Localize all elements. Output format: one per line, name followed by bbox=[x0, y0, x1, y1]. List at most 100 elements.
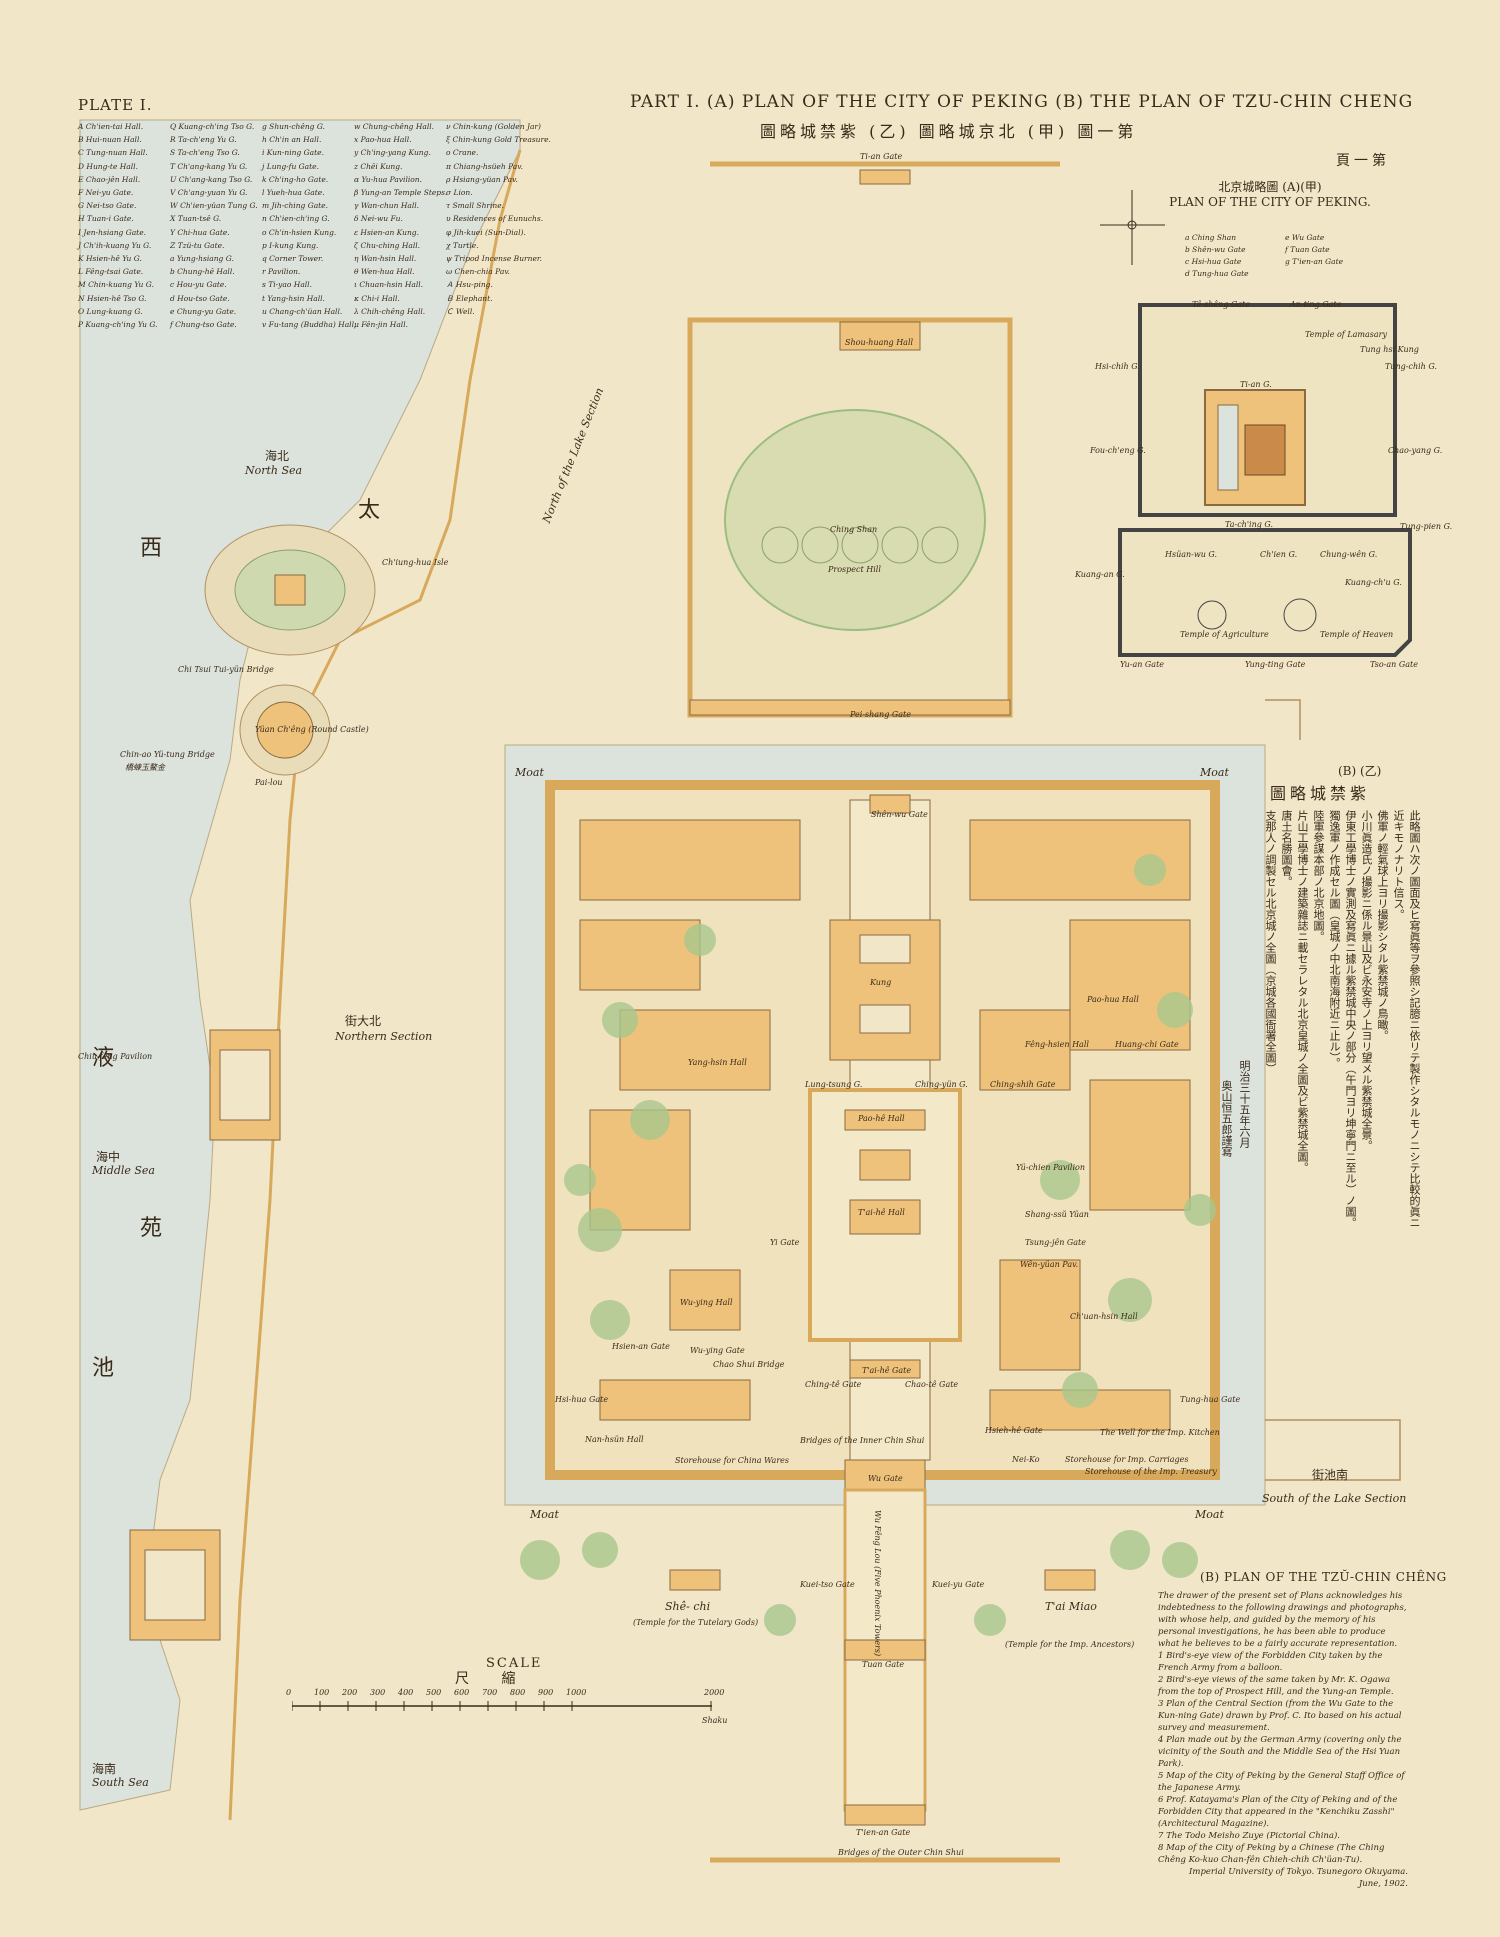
legend-item: W Ch'ien-yüan Tung G. bbox=[170, 201, 258, 211]
legend-item: μ Fên-jin Hall. bbox=[354, 320, 408, 330]
legend-item: m Jih-ching Gate. bbox=[262, 201, 329, 211]
legend-item: T Ch'ang-kang Yu G. bbox=[170, 161, 248, 171]
chao-te-gate-label: Chao-tê Gate bbox=[905, 1380, 959, 1389]
moat-label: Moat bbox=[530, 1508, 559, 1521]
inset-label: Tso-an Gate bbox=[1370, 660, 1418, 669]
notes-item: 6 Prof. Katayama's Plan of the City of P… bbox=[1158, 1795, 1398, 1829]
scale-tick-label: 400 bbox=[398, 1688, 414, 1697]
inset-label: Tung-chih G. bbox=[1385, 362, 1437, 371]
legend-item: D Hung-te Hall. bbox=[78, 161, 138, 171]
ti-an-gate-label: Ti-an Gate bbox=[860, 152, 903, 161]
pai-lou-label: Pai-lou bbox=[255, 778, 283, 787]
moat-label: Moat bbox=[1195, 1508, 1224, 1521]
tai-ho-hall-label: T'ai-hê Hall bbox=[858, 1208, 905, 1217]
legend-item: Ｃ Well. bbox=[446, 306, 475, 316]
inset-title: 北京城略圖 (A)(甲) PLAN OF THE CITY OF PEKING. bbox=[1160, 178, 1380, 209]
yuan-label-cn: 苑 bbox=[140, 1216, 163, 1241]
legend-item: V Ch'ang-yuan Yu G. bbox=[170, 188, 248, 198]
south-lake-section-label: South of the Lake Section bbox=[1262, 1492, 1407, 1505]
plan-b-text-column: 獨逸軍ノ作成セル圖（皇城ノ中北南海附近ニ止ル）。 bbox=[1328, 810, 1341, 1069]
legend-item: k Ch'ing-ho Gate. bbox=[262, 174, 329, 184]
scale-tick-label: 300 bbox=[370, 1688, 386, 1697]
legend-item: F Nei-yu Gate. bbox=[78, 188, 134, 198]
plan-b-text-column: 陸軍參謀本部ノ北京地圖。 bbox=[1312, 810, 1325, 942]
inset-title-cn: 北京城略圖 (A)(甲) bbox=[1218, 180, 1322, 194]
legend-item: y Ch'ing-yang Kung. bbox=[354, 148, 431, 158]
legend-column: A Ch'ien-tai Hall.B Hui-nuan Hall.C Tung… bbox=[78, 120, 193, 331]
legend-item: θ Wen-hua Hall. bbox=[354, 267, 415, 277]
south-lake-section-label-cn: 街池南 bbox=[1312, 1468, 1349, 1482]
tai-miao-temple bbox=[1044, 1569, 1096, 1591]
legend-item: N Hsien-hê Tso G. bbox=[78, 293, 147, 303]
inset-map-peking bbox=[1118, 303, 1412, 657]
legend-item: ρ Hsiang-yüan Pav. bbox=[446, 174, 518, 184]
inset-label: Tê-shêng Gate bbox=[1192, 300, 1251, 309]
moat-label: Moat bbox=[515, 766, 544, 779]
storehouse-china-label: Storehouse for China Wares bbox=[675, 1456, 789, 1465]
nan-hsun-hall-label: Nan-hsün Hall bbox=[585, 1435, 644, 1444]
legend-item: λ Chih-chêng Hall. bbox=[354, 306, 426, 316]
legend-item: a Yung-hsiang G. bbox=[170, 254, 234, 264]
plan-b-text-column: 佛軍ノ輕氣球上ヨリ撮影シタル紫禁城ノ鳥瞰。 bbox=[1376, 810, 1389, 1041]
inset-legend-item: b Shên-wu Gate bbox=[1185, 245, 1246, 254]
legend-item: α Yu-hua Pavilion. bbox=[354, 174, 422, 184]
legend-item: l Yueh-hua Gate. bbox=[262, 188, 325, 198]
legend-item: σ Lion. bbox=[446, 188, 473, 198]
legend-item: κ Chi-i Hall. bbox=[354, 293, 400, 303]
inset-legend-item: c Hsi-hua Gate bbox=[1185, 257, 1242, 266]
scale-tick-label: 500 bbox=[426, 1688, 442, 1697]
wu-ying-hall-label: Wu-ying Hall bbox=[680, 1298, 733, 1307]
legend-item: E Chao-jên Hall. bbox=[78, 174, 141, 184]
inset-legend-column: a Ching Shan b Shên-wu Gate c Hsi-hua Gate… bbox=[1185, 232, 1280, 280]
legend-item: x Pao-hua Hall. bbox=[354, 135, 412, 145]
chin-ao-bridge-label: Chin-ao Yü-tung Bridge bbox=[120, 750, 215, 759]
scale-unit-label: Shaku bbox=[702, 1716, 728, 1725]
chao-shui-bridge-label: Chao Shui Bridge bbox=[713, 1360, 785, 1369]
she-chi-label: Shê- chi bbox=[665, 1600, 711, 1613]
middle-sea-label-cn: 海中 bbox=[96, 1150, 121, 1164]
page-title: PART I. (A) PLAN OF THE CITY OF PEKING (… bbox=[630, 92, 1414, 112]
inset-label: Yu-an Gate bbox=[1120, 660, 1165, 669]
legend-item: g Shun-chêng G. bbox=[262, 122, 325, 131]
legend-item: K Hsien-hê Yu G. bbox=[78, 254, 142, 264]
northern-section-label-cn: 街大北 bbox=[345, 1014, 382, 1028]
bridges-outer-label: Bridges of the Outer Chin Shui bbox=[838, 1848, 964, 1857]
scale-end-label: 2000 bbox=[704, 1688, 725, 1697]
wen-yuan-pav-label: Wên-yüan Pav. bbox=[1020, 1260, 1079, 1269]
legend-item: P Kuang-ch'ing Yu G. bbox=[78, 320, 158, 330]
bridges-inner-label: Bridges of the Inner Chin Shui bbox=[800, 1436, 925, 1445]
notes-title-text: PLAN OF THE TZŬ-CHIN CHÊNG bbox=[1224, 1570, 1447, 1584]
legend-item: ο Crane. bbox=[446, 148, 479, 158]
legend-item: ζ Chu-ching Hall. bbox=[354, 240, 421, 250]
nei-ko-label: Nei-Ko bbox=[1012, 1455, 1040, 1464]
chi-label-cn: 池 bbox=[92, 1356, 115, 1381]
notes-item: 1 Bird's-eye view of the Forbidden City … bbox=[1158, 1651, 1383, 1673]
legend-item: A Ch'ien-tai Hall. bbox=[78, 122, 144, 131]
legend-item: ι Chuan-hsin Hall. bbox=[354, 280, 424, 290]
ti-an-gate-block bbox=[859, 169, 911, 185]
yi-gate-label: Yi Gate bbox=[770, 1238, 800, 1247]
prospect-hill-label: Prospect Hill bbox=[828, 565, 881, 574]
notes-item: 5 Map of the City of Peking by the Gener… bbox=[1158, 1771, 1405, 1793]
legend-item: ε Hsien-an Kung. bbox=[354, 227, 419, 237]
scale-tick-label: 100 bbox=[314, 1688, 330, 1697]
inset-label: Fou-ch'eng G. bbox=[1090, 446, 1146, 455]
legend-item: ψ Tripod Incense Burner. bbox=[446, 254, 543, 264]
legend-item: φ Jih-kuei (Sun-Dial). bbox=[446, 227, 526, 237]
legend-item: ω Chen-chia Pav. bbox=[446, 267, 511, 277]
legend-item: u Chang-ch'üan Hall. bbox=[262, 306, 343, 316]
inset-label: Chung-wên G. bbox=[1320, 550, 1378, 559]
legend-item: G Nei-tso Gate. bbox=[78, 201, 137, 211]
north-sea-label-cn: 海北 bbox=[265, 449, 290, 463]
ye-label-cn: 液 bbox=[92, 1046, 115, 1071]
legend-column: ν Chin-kung (Golden Jar)ξ Chin-kung Gold… bbox=[446, 120, 561, 318]
well-kitchen-label: The Well for the Imp. Kitchen bbox=[1100, 1428, 1220, 1437]
inset-legend-item: a Ching Shan bbox=[1185, 233, 1237, 242]
scale-bar bbox=[292, 1701, 712, 1711]
lung-tsung-gate-label: Lung-tsung G. bbox=[805, 1080, 863, 1089]
legend-column: w Chung-chêng Hall.x Pao-hua Hall.y Ch'i… bbox=[354, 120, 469, 331]
legend-item: β Yung-an Temple Steps. bbox=[354, 188, 448, 198]
scale-tick-label: 200 bbox=[342, 1688, 358, 1697]
